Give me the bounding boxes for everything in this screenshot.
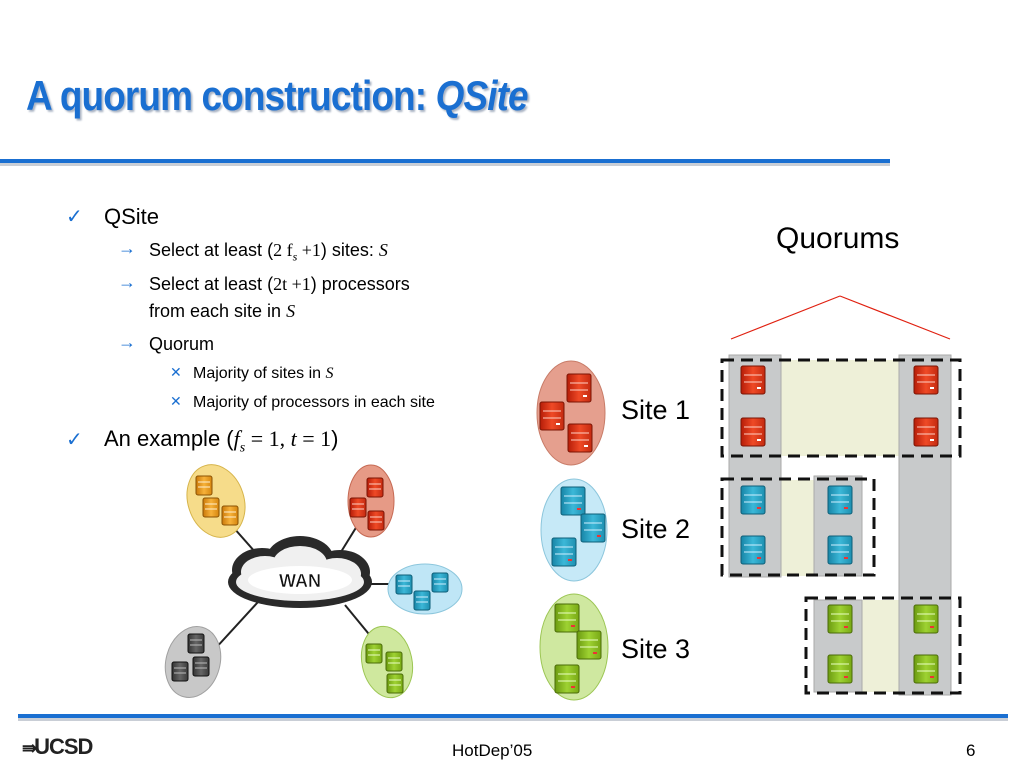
quorum-bracket-right: [839, 295, 951, 340]
site-3-cluster: [539, 593, 609, 701]
checkmark-icon: ✓: [66, 429, 83, 451]
site-1-cluster: [536, 360, 606, 466]
page-title: A quorum construction: QSite: [26, 72, 529, 119]
arrow-right-icon: →: [118, 238, 136, 258]
bullet-select-procs-line2: from each site in S: [149, 301, 296, 321]
wan-cloud: WAN: [228, 536, 372, 608]
bullet-example: An example (fs = 1, t = 1): [104, 426, 339, 456]
cross-icon: ✕: [170, 393, 182, 409]
wan-label: WAN: [279, 571, 321, 591]
checkmark-icon: ✓: [66, 206, 83, 228]
quorum-box-site-2: [720, 477, 876, 577]
bullet-quorum: Quorum: [149, 334, 215, 354]
site-3-label: Site 3: [621, 634, 691, 664]
ucsd-logo: ⇛UCSD: [22, 734, 93, 759]
quorum-grid: [720, 295, 962, 696]
cross-icon: ✕: [170, 364, 182, 380]
quorum-box-site-1: [720, 358, 962, 458]
footer-divider: [18, 714, 1008, 718]
title-divider: [0, 159, 890, 163]
quorums-label: Quorums: [776, 222, 900, 255]
site-2-label: Site 2: [621, 514, 691, 544]
arrow-right-icon: →: [118, 332, 136, 352]
bullet-qsite: QSite: [104, 204, 160, 229]
quorum-box-site-3: [804, 596, 962, 695]
site-2-cluster: [540, 478, 608, 582]
bullet-majority-sites: Majority of sites in S: [193, 365, 334, 382]
footer-conference: HotDep’05: [452, 741, 533, 760]
bullet-select-sites: Select at least (2 fs +1) sites: S: [149, 240, 388, 264]
wan-network: WAN: [164, 464, 463, 699]
page-number: 6: [966, 741, 976, 760]
bullet-select-procs: Select at least (2t +1) processors: [149, 274, 410, 294]
site-1-label: Site 1: [621, 395, 691, 425]
arrow-right-icon: →: [118, 272, 136, 292]
quorum-bracket-left: [730, 295, 841, 340]
bullet-majority-procs: Majority of processors in each site: [193, 394, 435, 411]
